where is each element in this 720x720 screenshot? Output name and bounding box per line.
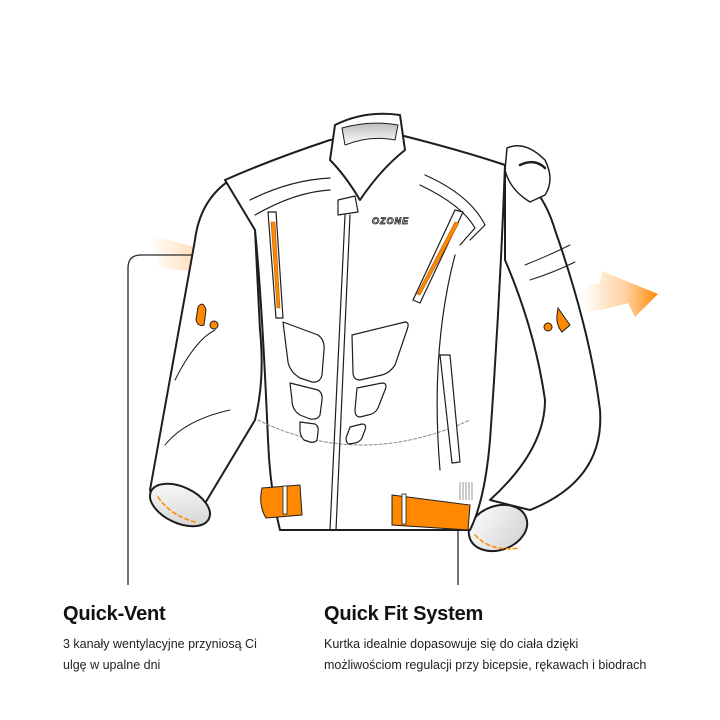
shoulder-armor: [504, 145, 551, 203]
feature-description: Kurtka idealnie dopasowuje się do ciała …: [324, 634, 704, 676]
center-zipper: [329, 214, 346, 531]
vent-zipper-left: [267, 211, 284, 319]
feature-description-line: 3 kanały wentylacyjne przyniosą Ci: [63, 637, 257, 651]
zipper-pull: [337, 195, 359, 216]
feature-description-line: Kurtka idealnie dopasowuje się do ciała …: [324, 637, 579, 651]
feature-title: Quick Fit System: [324, 603, 484, 625]
right-sleeve: [489, 169, 602, 511]
feature-description: 3 kanały wentylacyjne przyniosą Ci ulgę …: [63, 634, 313, 676]
chest-panels: [282, 321, 409, 445]
feature-title: Quick-Vent: [63, 603, 166, 625]
waist-strap-left: [260, 484, 303, 519]
brand-logo: OZONE: [372, 216, 409, 226]
airflow-arrow-right: [585, 271, 658, 317]
feature-quick-vent: Quick-Vent 3 kanały wentylacyjne przynio…: [63, 603, 313, 676]
left-sleeve: [149, 179, 263, 521]
elbow-adjuster-left: [195, 303, 219, 330]
vent-zipper-right: [412, 209, 464, 304]
waist-strap-right: [391, 482, 473, 531]
feature-quick-fit-system: Quick Fit System Kurtka idealnie dopasow…: [324, 603, 704, 676]
elbow-adjuster-right: [543, 306, 571, 333]
left-cuff: [149, 482, 211, 528]
feature-description-line: ulgę w upalne dni: [63, 658, 161, 672]
leader-line-quick-vent: [127, 254, 270, 585]
pocket-zipper: [439, 354, 461, 464]
feature-description-line: możliwościom regulacji przy bicepsie, rę…: [324, 658, 647, 672]
